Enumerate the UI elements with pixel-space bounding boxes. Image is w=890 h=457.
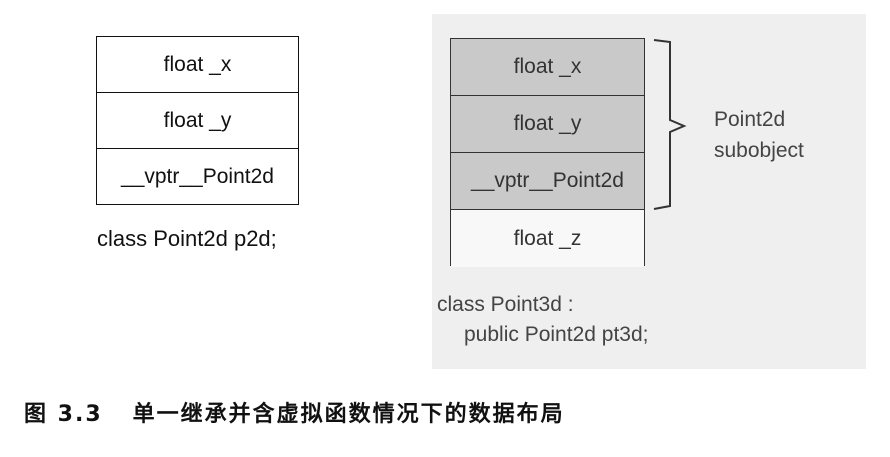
point3d-caption: class Point3d : public Point2d pt3d; [437, 290, 648, 350]
point2d-layout-box: float _x float _y __vptr__Point2d [96, 36, 299, 205]
point3d-layout-box: float _x float _y __vptr__Point2d float … [450, 38, 645, 267]
field-vptr: __vptr__Point2d [121, 165, 274, 188]
brace-label-line2: subobject [714, 139, 804, 162]
brace-label-line1: Point2d [714, 108, 786, 131]
field-float-y: float _y [451, 96, 644, 153]
field-float-x: float _x [451, 39, 644, 96]
brace-label: Point2d subobject [714, 104, 804, 166]
figure-title: 单一继承并含虚拟函数情况下的数据布局 [132, 402, 565, 427]
figure-caption: 图 3.3 单一继承并含虚拟函数情况下的数据布局 [24, 396, 565, 428]
subobject-brace-icon [653, 39, 687, 210]
field-float-x: float _x [97, 37, 298, 93]
point3d-caption-line2: public Point2d pt3d; [464, 323, 649, 346]
field-vptr: __vptr__Point2d [451, 153, 644, 210]
field-float-z: float _z [451, 210, 644, 267]
point3d-caption-line1: class Point3d : [437, 293, 574, 316]
field-float-y: float _y [97, 93, 298, 149]
point2d-caption: class Point2d p2d; [97, 226, 277, 251]
figure-number: 图 3.3 [24, 402, 103, 427]
